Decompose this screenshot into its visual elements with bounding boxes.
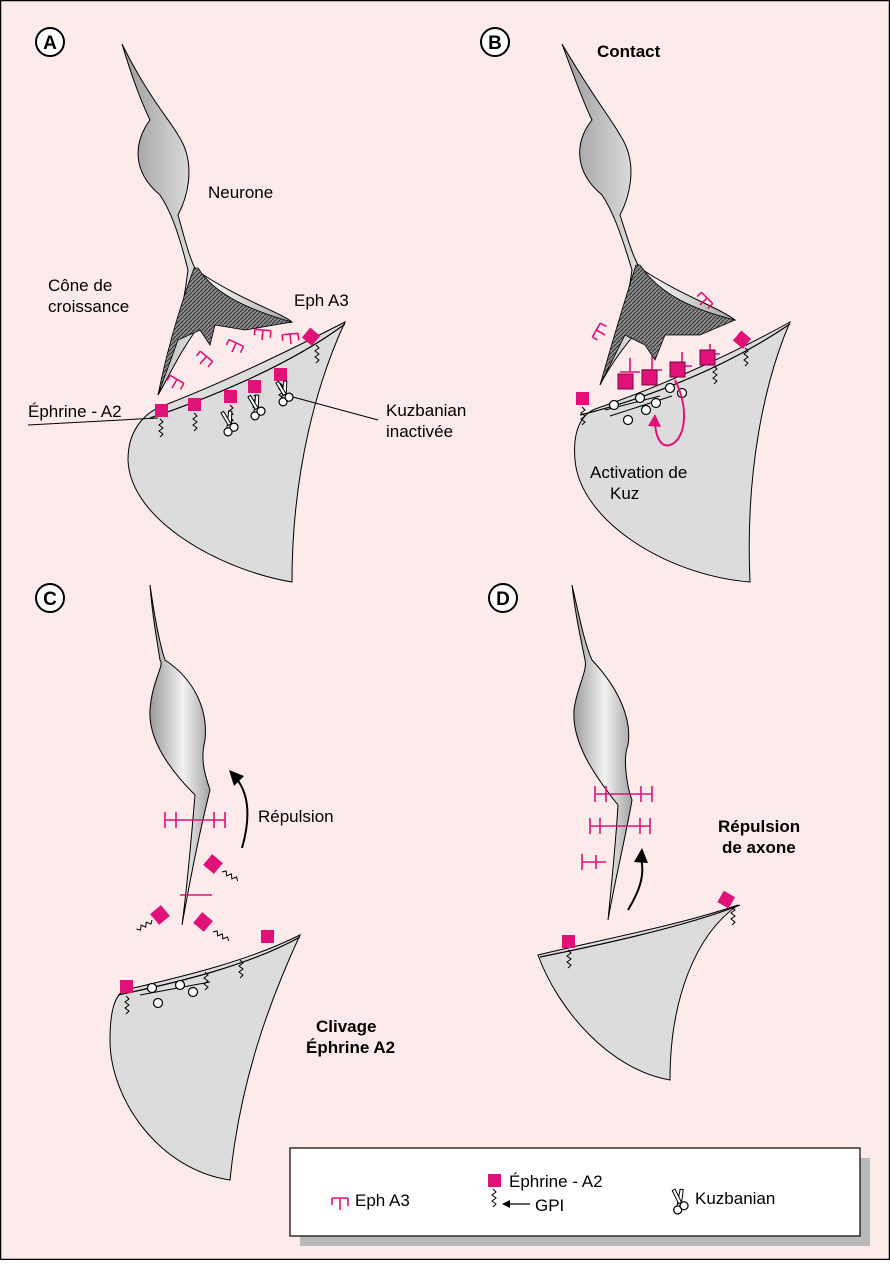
- label-ephrine-a2: Éphrine - A2: [28, 402, 122, 421]
- label-clivage-2: Éphrine A2: [306, 1038, 395, 1057]
- panel-d-letter: D: [496, 589, 510, 610]
- label-cone-1: Cône de: [48, 276, 112, 295]
- panel-b-title: Contact: [597, 42, 661, 61]
- label-clivage-1: Clivage: [316, 1017, 376, 1036]
- panel-a-badge: A: [36, 28, 64, 56]
- panel-d-badge: D: [489, 584, 517, 612]
- legend-ephrine-label: Éphrine - A2: [509, 1172, 603, 1191]
- panel-a-letter: A: [43, 33, 57, 54]
- legend-kuzbanian-label: Kuzbanian: [695, 1189, 775, 1208]
- panel-b-letter: B: [488, 33, 502, 54]
- legend-eph-a3-label: Eph A3: [355, 1191, 410, 1210]
- ephrine-a2-icon: [488, 1174, 501, 1187]
- label-repulsion: Répulsion: [258, 807, 334, 826]
- panel-c-badge: C: [36, 584, 64, 612]
- label-repulsion-axone-1: Répulsion: [718, 817, 800, 836]
- label-neurone: Neurone: [208, 183, 273, 202]
- label-activation-1: Activation de: [590, 463, 687, 482]
- label-cone-2: croissance: [48, 297, 129, 316]
- label-kuzbanian-1: Kuzbanian: [386, 401, 466, 420]
- legend: Eph A3 Éphrine - A2 GPI Kuzbanian: [290, 1148, 870, 1246]
- label-eph-a3: Eph A3: [294, 291, 349, 310]
- label-activation-2: Kuz: [610, 484, 639, 503]
- panel-c-letter: C: [43, 589, 57, 610]
- label-kuzbanian-2: inactivée: [386, 422, 453, 441]
- legend-gpi-label: GPI: [535, 1196, 564, 1215]
- panel-b-badge: B: [481, 28, 509, 56]
- label-repulsion-axone-2: de axone: [722, 838, 796, 857]
